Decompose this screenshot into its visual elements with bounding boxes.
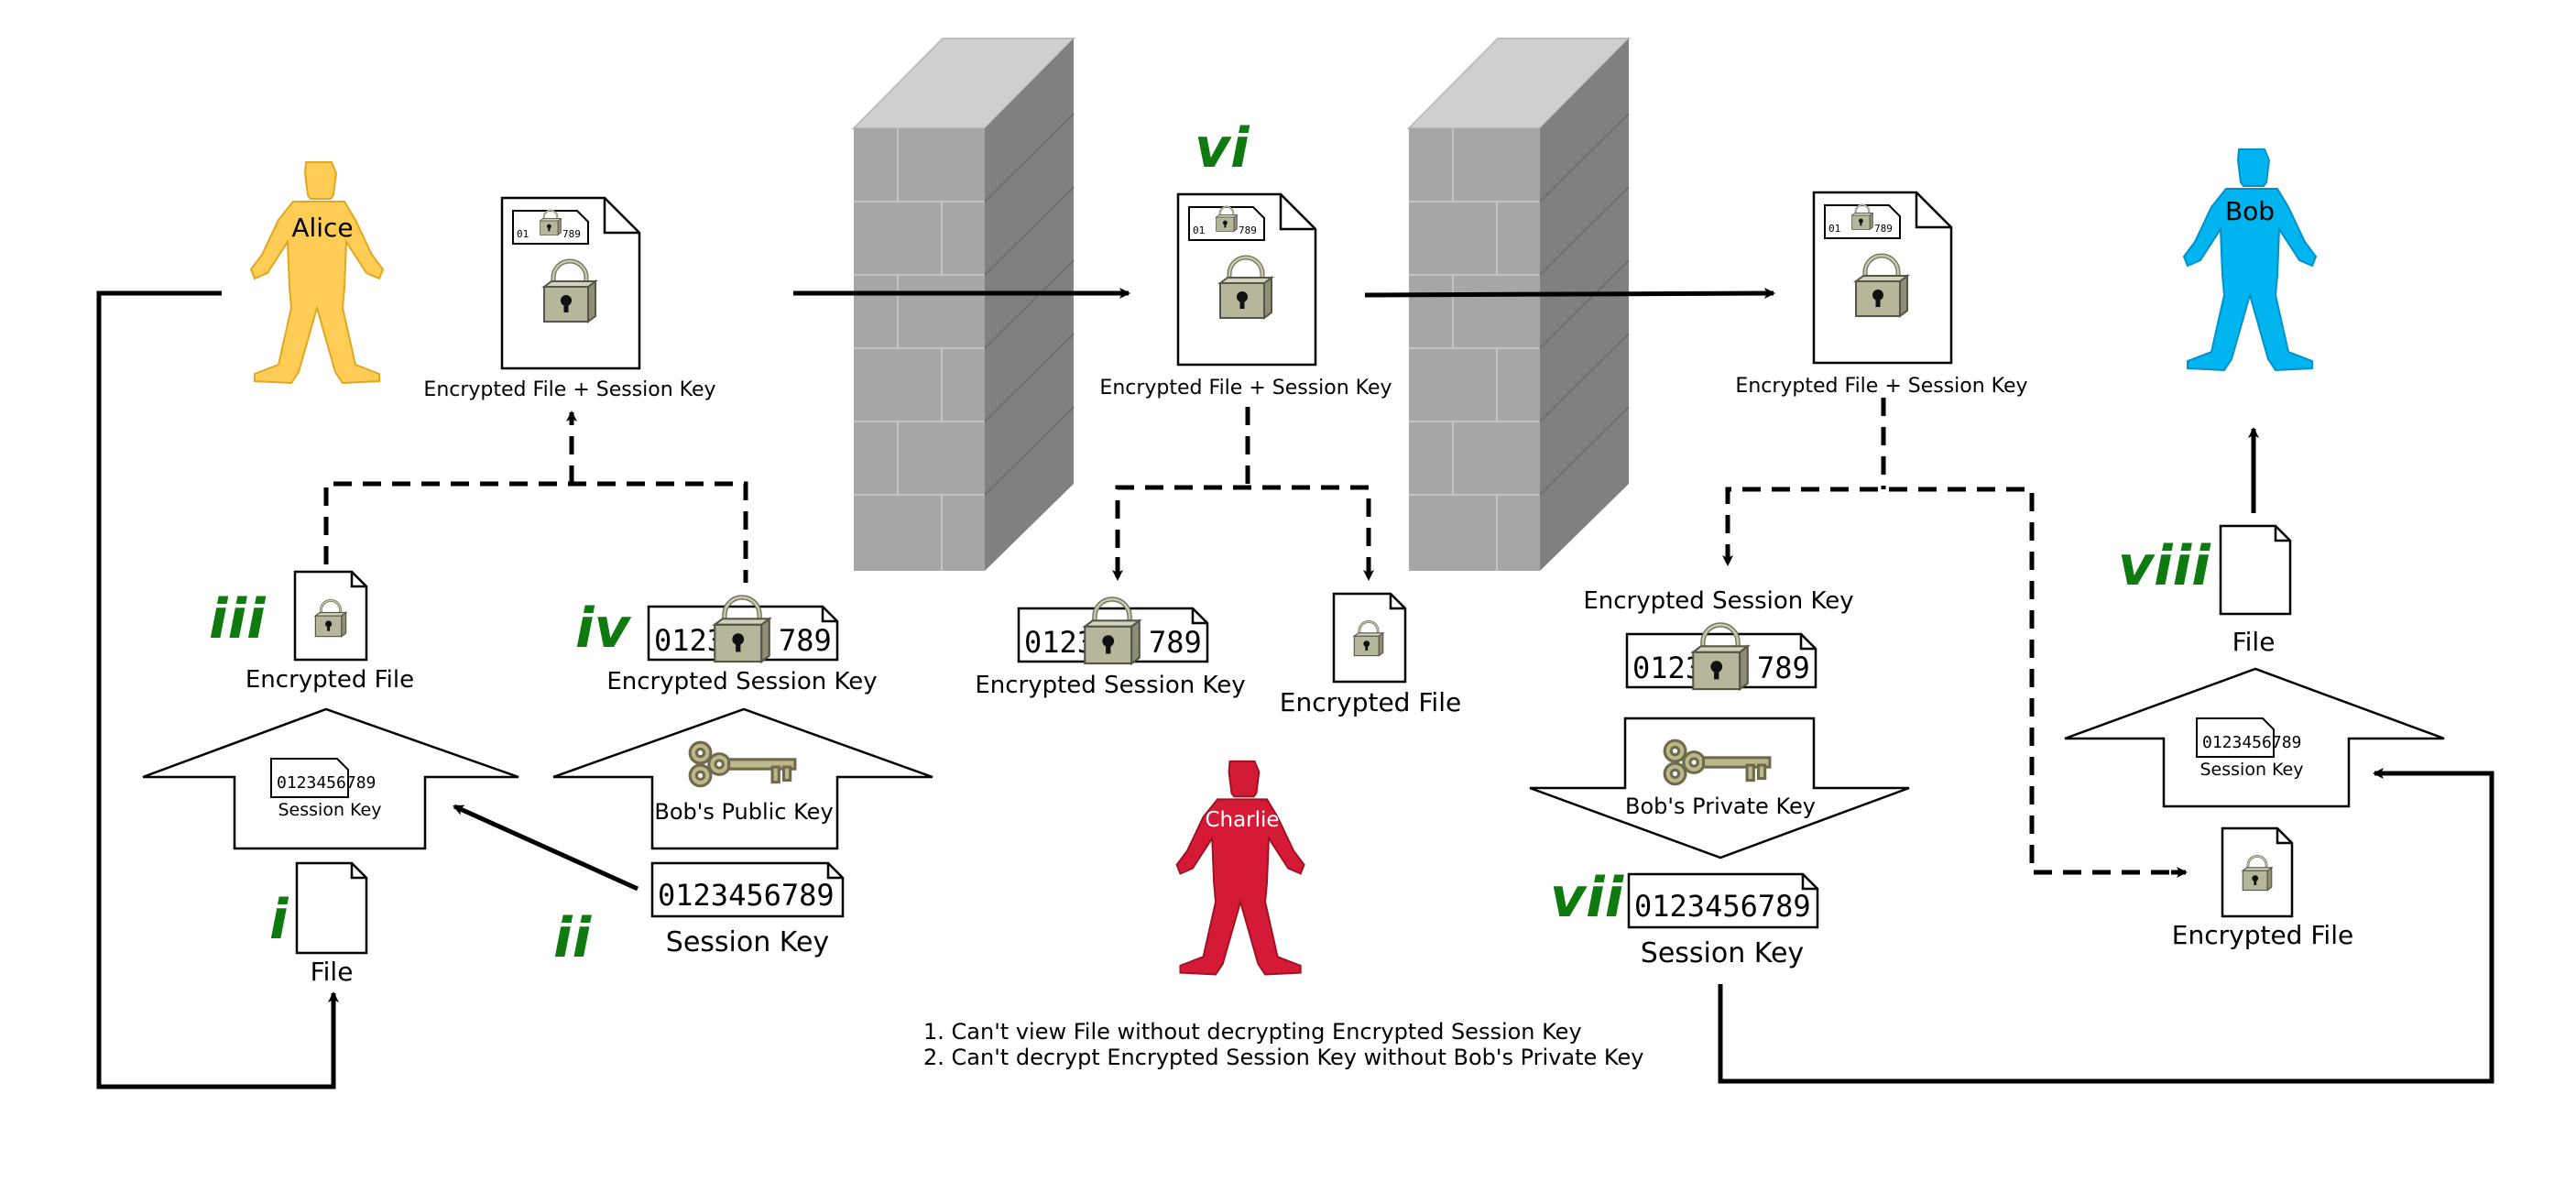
bundle-document-3: 01 789 Encrypted File + Session Key bbox=[1735, 191, 2028, 398]
session-key-vii: 0123456789 Session Key bbox=[1627, 872, 1819, 969]
right-arrow-box-session-key-label: Session Key bbox=[2200, 760, 2304, 780]
step-ii: ii bbox=[553, 906, 593, 970]
encrypted-key-mid-left: 0123 bbox=[1024, 625, 1095, 660]
session-key-ii-value: 0123456789 bbox=[658, 878, 835, 913]
firewall-2 bbox=[1406, 38, 1632, 571]
session-key-vii-value: 0123456789 bbox=[1634, 889, 1811, 924]
bundle-3-label: Encrypted File + Session Key bbox=[1735, 375, 2027, 398]
bundle-3-key-right: 789 bbox=[1874, 223, 1893, 235]
encrypted-file-right: Encrypted File bbox=[2172, 826, 2353, 950]
encrypted-session-key-right: Encrypted Session Key 0123 789 bbox=[1583, 587, 1854, 689]
encrypted-file-mid-label: Encrypted File bbox=[1280, 687, 1461, 717]
charlie-figure: Charlie bbox=[1175, 760, 1305, 976]
encrypted-key-right-left: 0123 bbox=[1632, 651, 1703, 685]
bundle-1-label: Encrypted File + Session Key bbox=[423, 378, 715, 401]
encrypted-key-iv-left: 0123 bbox=[654, 623, 725, 658]
step-labels: i ii iii iv vi vii viii bbox=[209, 116, 2211, 970]
bundle-1-key-left: 01 bbox=[517, 228, 529, 240]
bundle-3-key-left: 01 bbox=[1828, 223, 1840, 235]
bundle-1-key-right: 789 bbox=[562, 228, 581, 240]
step-iv: iv bbox=[575, 597, 632, 661]
step-vi: vi bbox=[1195, 116, 1250, 181]
step-iii: iii bbox=[209, 587, 267, 651]
encrypted-key-iv-right: 789 bbox=[779, 623, 832, 658]
encrypted-key-right-right: 789 bbox=[1757, 651, 1810, 685]
encrypted-file-right-label: Encrypted File bbox=[2172, 920, 2353, 950]
alice-figure: Alice bbox=[250, 161, 384, 384]
encrypted-session-key-mid-label: Encrypted Session Key bbox=[975, 672, 1245, 699]
note-2: 2. Can't decrypt Encrypted Session Key w… bbox=[923, 1045, 1643, 1070]
firewall-1 bbox=[851, 38, 1076, 571]
bundle-2-key-right: 789 bbox=[1239, 224, 1257, 236]
step-viii: viii bbox=[2118, 534, 2211, 598]
file-viii: File bbox=[2219, 524, 2292, 657]
private-key-label: Bob's Private Key bbox=[1625, 794, 1816, 819]
file-viii-label: File bbox=[2232, 627, 2276, 657]
arrow-box-key-value: 0123456789 bbox=[277, 773, 376, 793]
encrypted-session-key-iv: 0123 789 Encrypted Session Key bbox=[606, 597, 878, 695]
encrypted-key-mid-right: 789 bbox=[1149, 625, 1202, 660]
encrypted-session-key-right-label: Encrypted Session Key bbox=[1583, 587, 1853, 615]
file-i-label: File bbox=[311, 957, 354, 987]
encrypt-file-arrow-box: 0123456789 Session Key bbox=[142, 707, 519, 850]
bob-label: Bob bbox=[2225, 196, 2275, 226]
private-key-arrow-box: Bob's Private Key bbox=[1529, 717, 1910, 859]
encrypted-session-key-iv-label: Encrypted Session Key bbox=[606, 668, 877, 695]
encrypted-session-key-middle: 0123 789 Encrypted Session Key bbox=[975, 599, 1246, 699]
decrypt-file-arrow-box: 0123456789 Session Key bbox=[2064, 667, 2445, 808]
alice-label: Alice bbox=[291, 213, 353, 243]
connectors-dashed bbox=[323, 398, 2188, 878]
session-key-vii-label: Session Key bbox=[1641, 937, 1804, 969]
step-i: i bbox=[269, 888, 289, 952]
bundle-2-label: Encrypted File + Session Key bbox=[1099, 377, 1392, 400]
encrypted-file-middle: Encrypted File bbox=[1280, 592, 1461, 717]
connectors-solid bbox=[96, 288, 2494, 1089]
note-1: 1. Can't view File without decrypting En… bbox=[923, 1019, 1582, 1045]
right-arrow-box-key-value: 0123456789 bbox=[2202, 733, 2301, 752]
bundle-document-1: 01 789 Encrypted File + Session Key bbox=[423, 196, 716, 401]
arrow-box-session-key-label: Session Key bbox=[278, 800, 382, 820]
file-i: File bbox=[295, 861, 368, 987]
session-key-ii: 0123456789 Session Key bbox=[650, 861, 845, 958]
session-key-ii-label: Session Key bbox=[666, 926, 829, 958]
public-key-arrow-box: Bob's Public Key bbox=[552, 707, 933, 850]
encrypted-file-iii: Encrypted File bbox=[246, 570, 414, 694]
public-key-label: Bob's Public Key bbox=[654, 799, 833, 825]
bob-figure: Bob bbox=[2182, 148, 2318, 372]
encrypted-file-iii-label: Encrypted File bbox=[246, 666, 414, 694]
step-vii: vii bbox=[1550, 866, 1625, 930]
charlie-label: Charlie bbox=[1205, 808, 1279, 832]
bundle-document-2: 01 789 Encrypted File + Session Key bbox=[1099, 192, 1392, 400]
bundle-2-key-left: 01 bbox=[1193, 224, 1205, 236]
